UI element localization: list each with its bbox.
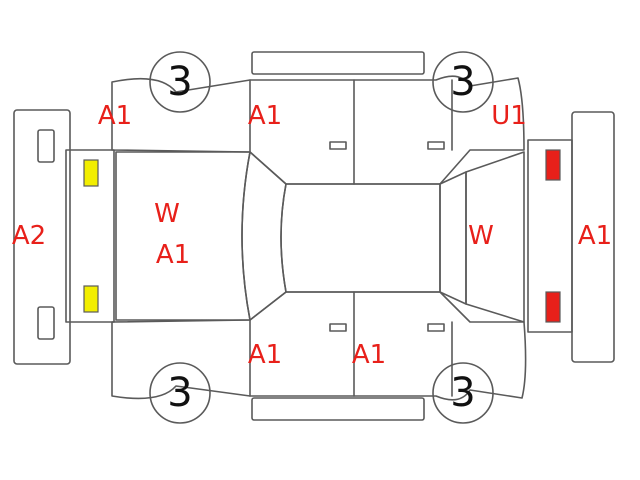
- right-handle-rear: [427, 323, 445, 332]
- tire-rear-left-ring: [432, 51, 494, 113]
- code-front-bumper: A2: [11, 221, 47, 251]
- code-rear-bumper: A1: [577, 221, 613, 251]
- code-hood-a: A1: [155, 240, 191, 270]
- front-lamp-top: [83, 159, 99, 187]
- left-side-body: [111, 75, 525, 185]
- front-bumper-slot-top: [37, 129, 55, 163]
- rear-lamp-top: [545, 149, 561, 181]
- tire-front-right-ring: [149, 362, 211, 424]
- rear-glass-shape: [439, 171, 467, 305]
- code-hood-w: W: [154, 199, 180, 229]
- tire-front-left-ring: [149, 51, 211, 113]
- front-lamp-bottom: [83, 285, 99, 313]
- hood-shape: [115, 151, 251, 321]
- tire-front-left-grade: 3: [167, 59, 193, 105]
- left-sill-strip: [251, 51, 425, 75]
- car-outline-group: [13, 51, 615, 424]
- front-bumper-slot-bottom: [37, 306, 55, 340]
- code-front-left-door: A1: [247, 101, 283, 131]
- tire-rear-right-grade: 3: [450, 370, 476, 416]
- roof-shape: [280, 183, 441, 293]
- rear-bumper-shape: [571, 111, 615, 363]
- left-handle-front: [329, 141, 347, 150]
- tire-rear-left-grade: 3: [450, 59, 476, 105]
- code-rear-window: W: [468, 221, 494, 251]
- rear-lamp-bottom: [545, 291, 561, 323]
- code-front-right-door: A1: [247, 340, 283, 370]
- right-side-body: [111, 291, 527, 401]
- code-rear-right-door: A1: [351, 340, 387, 370]
- tire-rear-right-ring: [432, 362, 494, 424]
- right-handle-front: [329, 323, 347, 332]
- front-panel-shape: [65, 149, 115, 323]
- right-sill-strip: [251, 397, 425, 421]
- code-rear-left-quarter: U1: [491, 101, 527, 131]
- left-handle-rear: [427, 141, 445, 150]
- front-bumper-shape: [13, 109, 71, 365]
- code-front-left-fender: A1: [97, 101, 133, 131]
- tire-front-right-grade: 3: [167, 370, 193, 416]
